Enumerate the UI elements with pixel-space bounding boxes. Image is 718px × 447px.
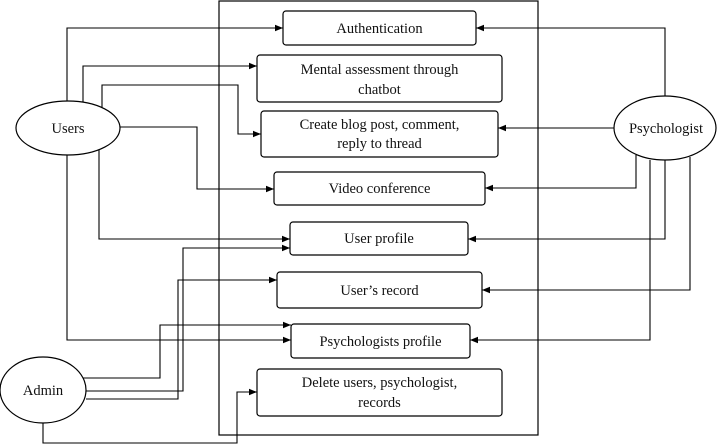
- admin-to-psychologists-profile: [82, 321, 291, 379]
- psychologist-connectors: [468, 24, 691, 344]
- usecase-mental-assessment-line1: Mental assessment through: [301, 62, 460, 78]
- actor-users-label: Users: [51, 121, 84, 137]
- actor-admin-label: Admin: [23, 383, 64, 399]
- system-boundary: [218, 0, 539, 436]
- usecase-blog-line1: Create blog post, comment,: [300, 117, 460, 133]
- usecase-mental-assessment-line2: chatbot: [358, 82, 401, 98]
- admin-to-users-record: [86, 276, 277, 400]
- usecase-psychologists-profile-label: Psychologists profile: [319, 334, 441, 350]
- users-to-user-profile: [98, 149, 290, 243]
- usecase-blog-line2: reply to thread: [337, 136, 422, 152]
- usecase-video-conference: Video conference: [273, 171, 486, 206]
- users-to-authentication: [66, 24, 283, 104]
- usecase-users-record: User’s record: [276, 271, 483, 309]
- psychologist-to-users-record: [482, 157, 691, 294]
- psychologist-to-user-profile: [468, 159, 666, 243]
- usecase-video-conference-label: Video conference: [329, 181, 431, 197]
- psychologist-to-psychologists-profile: [470, 160, 651, 344]
- usecase-user-profile: User profile: [289, 221, 469, 256]
- actor-psychologist-label: Psychologist: [629, 121, 703, 137]
- admin-connectors: [42, 244, 291, 444]
- usecase-delete-records-line1: Delete users, psychologist,: [302, 375, 457, 391]
- usecase-user-profile-label: User profile: [344, 231, 414, 247]
- users-to-psychologists-profile: [66, 153, 291, 344]
- usecase-authentication: Authentication: [282, 10, 477, 46]
- users-to-mental-assessment: [82, 62, 257, 103]
- usecase-users-record-label: User’s record: [340, 283, 419, 299]
- admin-to-user-profile: [85, 244, 290, 392]
- usecase-delete-records: Delete users, psychologist, records: [256, 368, 503, 417]
- users-to-blog: [101, 84, 261, 138]
- users-connectors: [66, 24, 291, 344]
- usecase-delete-records-line2: records: [358, 395, 401, 411]
- usecase-psychologists-profile: Psychologists profile: [290, 323, 471, 359]
- usecase-authentication-label: Authentication: [336, 21, 423, 37]
- admin-to-delete: [42, 388, 257, 444]
- users-to-video: [120, 126, 274, 193]
- actor-users: Users: [15, 100, 121, 156]
- psychologist-to-video: [485, 155, 637, 192]
- actor-admin: Admin: [0, 356, 87, 424]
- usecase-blog: Create blog post, comment, reply to thre…: [260, 110, 499, 158]
- usecase-mental-assessment: Mental assessment through chatbot: [256, 54, 503, 103]
- actor-psychologist: Psychologist: [613, 95, 717, 161]
- psychologist-to-authentication: [476, 24, 666, 100]
